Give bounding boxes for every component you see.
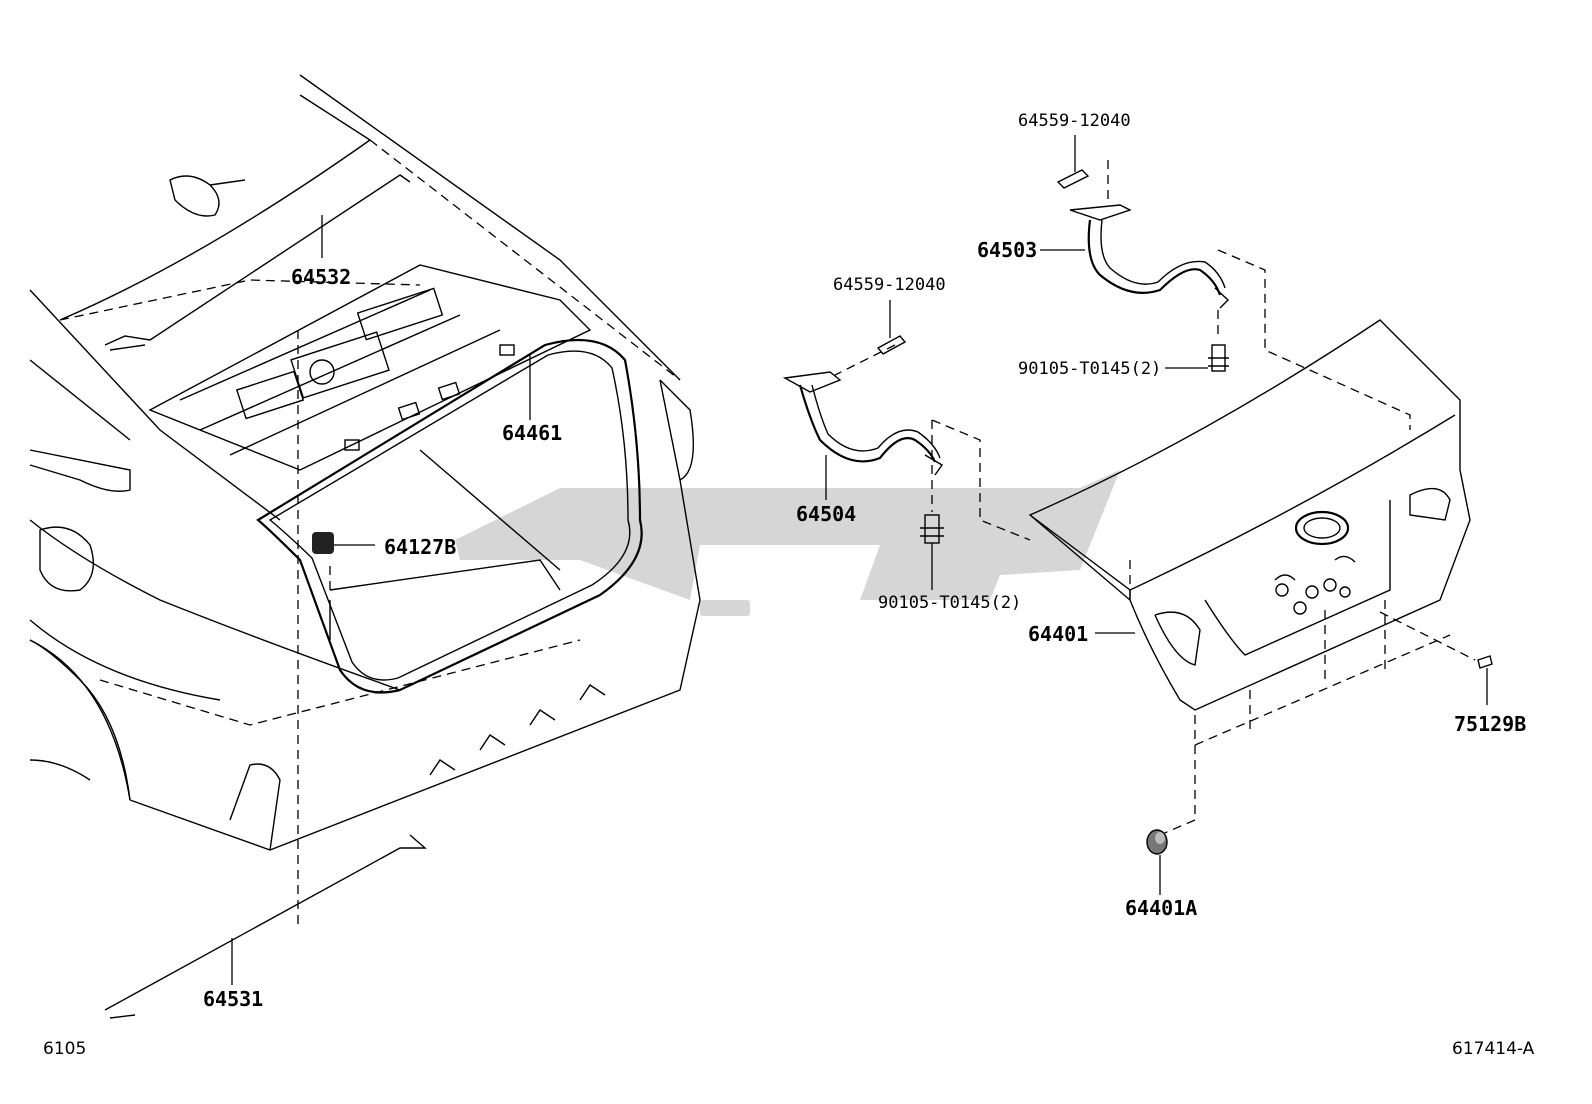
label-64504: 64504 <box>796 502 856 526</box>
part-75129B-clip <box>1477 655 1493 705</box>
label-64531: 64531 <box>203 987 263 1011</box>
label-64559-12040-right: 64559-12040 <box>1018 111 1131 131</box>
label-64559-12040-left: 64559-12040 <box>833 275 946 295</box>
watermark-logo <box>455 470 1120 616</box>
label-64503: 64503 <box>977 238 1037 262</box>
part-64531-rod <box>104 834 427 1019</box>
part-64401A-grommet <box>1146 829 1168 895</box>
part-64504-hinge <box>782 300 944 590</box>
label-64401: 64401 <box>1028 622 1088 646</box>
label-90105-T0145-right: 90105-T0145(2) <box>1018 359 1161 379</box>
footer-codes: 6105 617414-A <box>43 1039 1535 1059</box>
part-64127B-clip <box>312 532 375 554</box>
label-90105-T0145-left: 90105-T0145(2) <box>878 593 1021 613</box>
part-64503-hinge <box>1040 135 1230 372</box>
footer-right-code: 617414-A <box>1452 1039 1535 1059</box>
label-64461: 64461 <box>502 421 562 445</box>
label-64401A: 64401A <box>1125 896 1197 920</box>
label-75129B: 75129B <box>1454 712 1526 736</box>
part-labels: 64532 64461 64127B 64531 64559-12040 645… <box>203 111 1526 1011</box>
assembly-guide-lines-lid <box>1129 560 1476 836</box>
part-64532-rod <box>104 174 411 351</box>
footer-left-code: 6105 <box>43 1039 86 1059</box>
assembly-guide-lines-right-hinge <box>1217 249 1411 430</box>
label-64532: 64532 <box>291 265 351 289</box>
label-64127B: 64127B <box>384 535 456 559</box>
assembly-guide-lines-middle <box>931 419 1031 541</box>
car-body-illustration <box>29 74 701 851</box>
assembly-guide-lines-left <box>59 139 681 925</box>
